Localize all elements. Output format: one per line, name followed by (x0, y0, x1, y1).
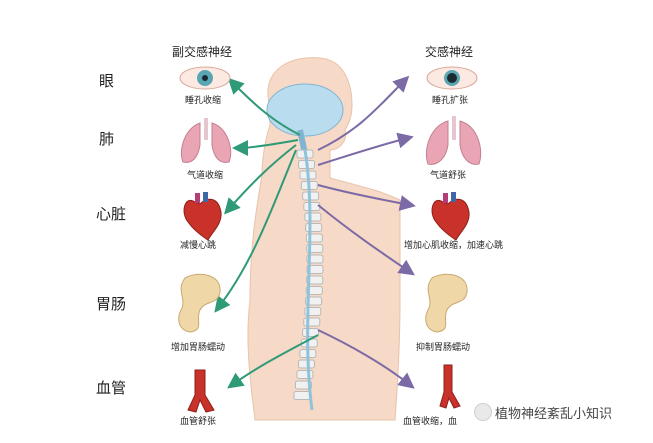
vertebra (306, 275, 324, 285)
para-effect-eye: 睡孔收缩 (185, 96, 222, 106)
symp-effect-gut: 抑制胃肠蠕动 (416, 343, 471, 353)
symp-nerve-lung (317, 132, 414, 166)
vertebra (305, 223, 323, 232)
symp-nerve-eye (317, 75, 410, 151)
organ-label-eye: 眼 (99, 72, 115, 90)
left-heart-image (183, 192, 222, 241)
vertebra (294, 380, 312, 390)
symp-nerve-vessel (317, 329, 415, 389)
left-vessel-image (187, 369, 215, 413)
symp-effect-heart: 增加心肌收缩，加速心跳 (404, 241, 504, 251)
vertebra (304, 212, 322, 222)
organ-label-lung: 肺 (99, 130, 115, 148)
right-heart-image (431, 192, 470, 241)
symp-effect-lung: 气道舒张 (430, 171, 467, 181)
spinal-column (293, 149, 324, 411)
symp-effect-vessel: 血管收缩，血 (403, 417, 458, 427)
symp-nerve-heart (317, 184, 416, 211)
sympathetic-header: 交感神经 (425, 45, 474, 59)
spinal-cord (303, 149, 314, 411)
para-effect-gut: 增加胃肠蠕动 (171, 343, 226, 353)
vertebra (303, 202, 321, 211)
vertebra (306, 265, 324, 274)
left-eye-image (179, 66, 231, 90)
vertebra (296, 370, 314, 379)
para-effect-vessel: 血管舒张 (180, 417, 217, 427)
parasympathetic-header: 副交感神经 (172, 45, 233, 59)
vertebra (297, 359, 315, 369)
right-gut-image (425, 273, 468, 333)
para-nerve-lung (232, 139, 299, 156)
sympathetic-nerves (317, 75, 416, 389)
parasympathetic-nerves (214, 77, 319, 389)
vertebra (303, 317, 321, 327)
wechat-icon (474, 403, 492, 421)
left-lung-image (180, 118, 232, 163)
left-gut-image (178, 273, 221, 333)
vertebra (305, 286, 323, 295)
organ-label-heart: 心脏 (96, 205, 127, 223)
para-nerve-gut (214, 149, 297, 313)
organ-label-vessel: 血管 (96, 379, 127, 397)
para-nerve-heart (224, 144, 297, 215)
right-lung-image (425, 116, 482, 165)
para-effect-heart: 减慢心跳 (180, 241, 217, 251)
symp-nerve-gut (317, 204, 415, 276)
brain (266, 83, 344, 137)
vertebra (306, 254, 324, 264)
vertebra (293, 391, 311, 400)
symp-effect-eye: 睡孔扩张 (432, 96, 469, 106)
para-nerve-eye (227, 77, 301, 136)
organ-label-gut: 胃肠 (96, 295, 127, 313)
right-eye-image (426, 66, 478, 90)
right-vessel-image (439, 364, 461, 409)
para-effect-lung: 气道收缩 (187, 171, 224, 181)
watermark-text: 植物神经紊乱小知识 (495, 407, 613, 422)
para-nerve-vessel (227, 334, 319, 389)
